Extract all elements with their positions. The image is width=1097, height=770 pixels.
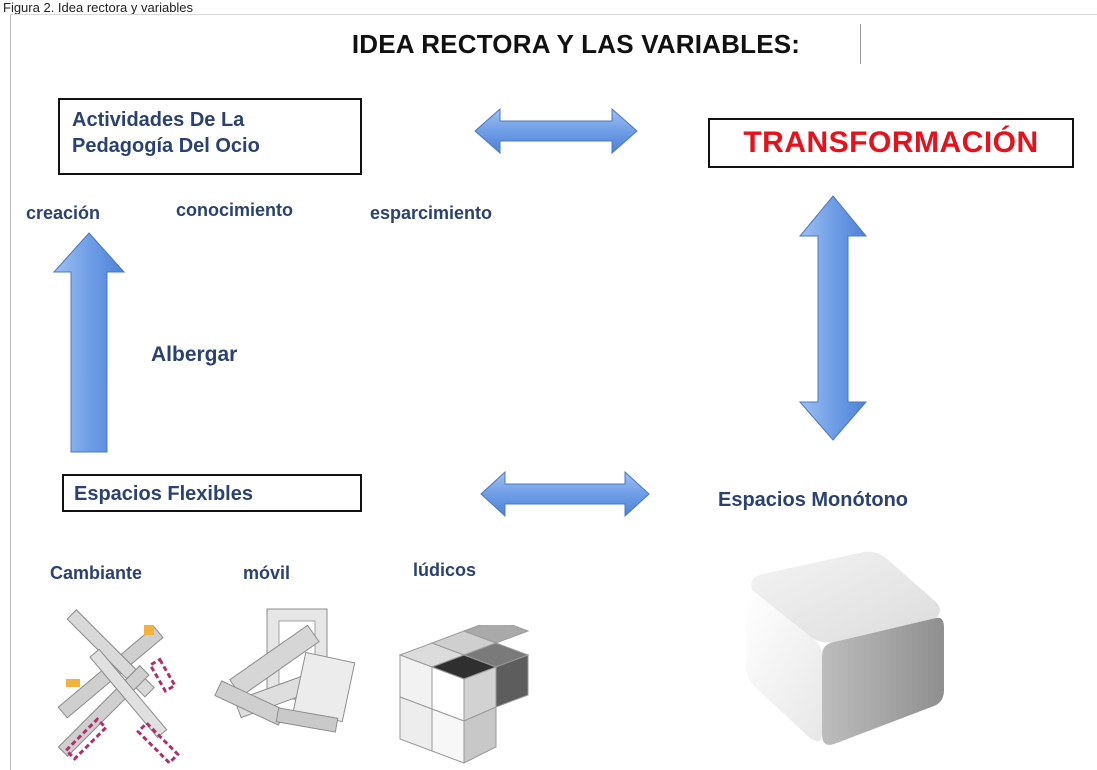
transformation-box: TRANSFORMACIÓN: [708, 118, 1074, 168]
double-arrow-top-icon: [474, 107, 638, 155]
flexible-spaces-box: Espacios Flexibles: [62, 474, 362, 512]
cube-blocks-icon: [398, 625, 530, 764]
interlocking-frames-icon: [214, 608, 356, 733]
albergar-label: Albergar: [151, 343, 238, 366]
quality-ludicos: lúdicos: [413, 560, 477, 580]
activity-esparcimiento: esparcimiento: [370, 203, 493, 223]
movil-image: [214, 608, 356, 733]
crossed-beams-icon: [57, 609, 180, 765]
activity-conocimiento: conocimiento: [176, 200, 294, 220]
activities-box: Actividades De La Pedagogía Del Ocio: [58, 98, 362, 175]
quality-cambiante: Cambiante: [50, 563, 143, 583]
quality-movil: móvil: [243, 563, 291, 583]
up-arrow-icon: [52, 232, 126, 453]
double-arrow-vertical-icon: [798, 195, 868, 441]
ludicos-image: [398, 625, 530, 764]
frame-left-border: [10, 14, 11, 770]
figure-caption: Figura 2. Idea rectora y variables: [3, 0, 194, 14]
double-arrow-bottom-icon: [480, 470, 650, 518]
frame-top-border: [10, 14, 1097, 15]
diagram-title: IDEA RECTORA Y LAS VARIABLES:: [292, 24, 861, 64]
cambiante-image: [57, 609, 180, 765]
activity-creacion: creación: [26, 203, 101, 223]
monotone-spaces-label: Espacios Monótono: [718, 489, 908, 511]
white-cube-icon: [746, 551, 944, 745]
activities-line-1: Actividades De La: [72, 109, 245, 131]
monotone-cube-image: [746, 551, 944, 745]
activities-line-2: Pedagogía Del Ocio: [72, 135, 260, 157]
